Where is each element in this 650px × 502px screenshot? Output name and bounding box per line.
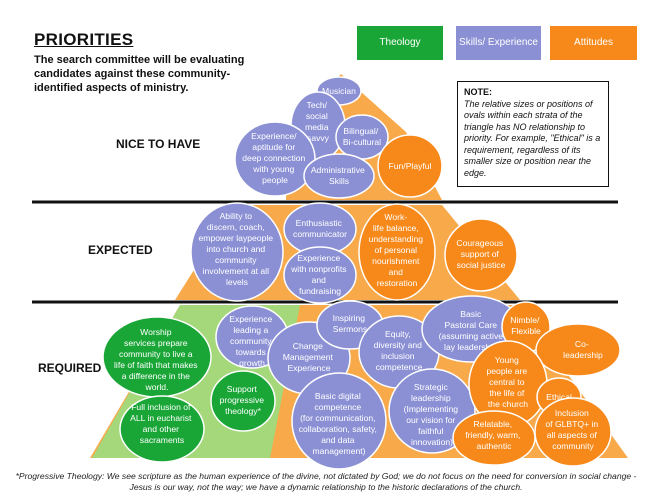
bubble-bilingual: Bilingual/ Bi-cultural (335, 114, 389, 160)
bubble-equity-diversity: Equity, diversity and inclusion competen… (358, 315, 440, 389)
svg-text:Courageous support of: Courageous support of social justice (456, 238, 505, 270)
tier-label-required: REQUIRED (38, 361, 102, 375)
note-title: NOTE: (464, 87, 492, 97)
bubble-work-life-balance: Work- life balance, understanding of per… (358, 203, 436, 301)
bubble-fun-playful: Fun/Playful (377, 134, 443, 198)
footnote: *Progressive Theology: We see scripture … (6, 471, 646, 493)
svg-text:Experience/ aptitude f: Experience/ aptitude for deep connection… (242, 131, 307, 185)
bubble-label: Fun/Playful (389, 161, 432, 171)
legend-theology: Theology (357, 26, 443, 60)
svg-text:Young people are: Young people are central to the life of … (486, 355, 529, 409)
svg-text:Experience leading a: Experience leading a community towards g… (229, 314, 274, 368)
bubble-digital-competence: Basic digital competence (for communicat… (291, 372, 387, 470)
bubble-worship-services: Worship services prepare community to li… (102, 316, 212, 398)
note-box: NOTE: The relative sizes or positions of… (457, 81, 609, 187)
page-title: PRIORITIES (34, 30, 134, 49)
bubble-progressive-theology: Support progressive theology* (210, 370, 276, 432)
svg-text:Nimble/ Flexible: Nimble/ Flexible (510, 315, 542, 336)
bubble-discern-empower: Ability to discern, coach, empower laype… (190, 202, 284, 302)
svg-text:Tech/ social m: Tech/ social media savvy (305, 100, 331, 143)
tier-label-expected: EXPECTED (88, 243, 153, 257)
bubble-administrative: Administrative Skills (303, 153, 375, 199)
svg-text:Full inclusion of ALL: Full inclusion of ALL in eucharist and o… (130, 402, 194, 445)
svg-text:Bilingual/ Bi-cultural: Bilingual/ Bi-cultural (343, 126, 381, 147)
bubble-nimble-flexible: Nimble/ Flexible (501, 301, 551, 353)
svg-text:Experience with nonpro: Experience with nonprofits and fundraisi… (290, 253, 349, 296)
svg-text:Relatable, friendly, w: Relatable, friendly, warm, authentic (465, 419, 523, 451)
svg-text:Inspiring Sermons: Inspiring Sermons (333, 313, 368, 334)
svg-text:Co- leadership: Co- leadership (563, 339, 603, 360)
bubble-young-people-connection: Experience/ aptitude for deep connection… (234, 121, 316, 197)
svg-text:Administrative Skills: Administrative Skills (311, 165, 367, 186)
svg-text:Equity, diversity and: Equity, diversity and inclusion competen… (374, 329, 425, 372)
tier-label-nice-to-have: NICE TO HAVE (116, 137, 201, 151)
bubble-label: Musician (322, 86, 356, 96)
svg-text:Strategic leadership: Strategic leadership (Implementing our v… (404, 382, 461, 447)
bubble-relatable: Relatable, friendly, warm, authentic (452, 410, 536, 466)
svg-text:Worship services prepa: Worship services prepare community to li… (114, 327, 200, 392)
svg-text:Basic digital competen: Basic digital competence (for communicat… (299, 391, 380, 456)
bubble-nonprofits-fundraising: Experience with nonprofits and fundraisi… (283, 246, 357, 304)
legend-attitudes: Attitudes (550, 26, 637, 60)
legend-skills-experience: Skills/ Experience (456, 26, 541, 60)
svg-text:Support progressive: Support progressive theology* (220, 384, 267, 416)
bubble-inclusion-glbtq: Inclusion of GLBTQ+ in all aspects of co… (534, 397, 612, 467)
svg-text:Enthusiastic communica: Enthusiastic communicator (293, 218, 347, 239)
svg-text:Work- life balance,: Work- life balance, understanding of per… (369, 212, 426, 288)
svg-text:Ability to discern, co: Ability to discern, coach, empower laype… (199, 211, 276, 287)
footnote-text: *Progressive Theology: We see scripture … (15, 471, 637, 492)
note-body: The relative sizes or positions of ovals… (464, 98, 601, 178)
bubble-co-leadership: Co- leadership (535, 323, 621, 377)
bubble-social-justice: Courageous support of social justice (444, 218, 518, 292)
svg-text:Basic Pastoral Care: Basic Pastoral Care (assuming active lay… (439, 309, 506, 352)
bubble-label: Ethical (546, 392, 572, 402)
svg-text:Ethical: Ethical (546, 392, 572, 402)
svg-text:Fun/Playful: Fun/Playful (389, 161, 432, 171)
bubble-inclusion-eucharist: Full inclusion of ALL in eucharist and o… (119, 395, 205, 463)
svg-text:Musician: Musician (322, 86, 356, 96)
page-subtitle: The search committee will be evaluating … (34, 54, 245, 94)
svg-text:Inclusion of GLBTQ+ in: Inclusion of GLBTQ+ in all aspects of co… (545, 408, 600, 451)
svg-text:Change Management: Change Management Experience (283, 341, 336, 373)
